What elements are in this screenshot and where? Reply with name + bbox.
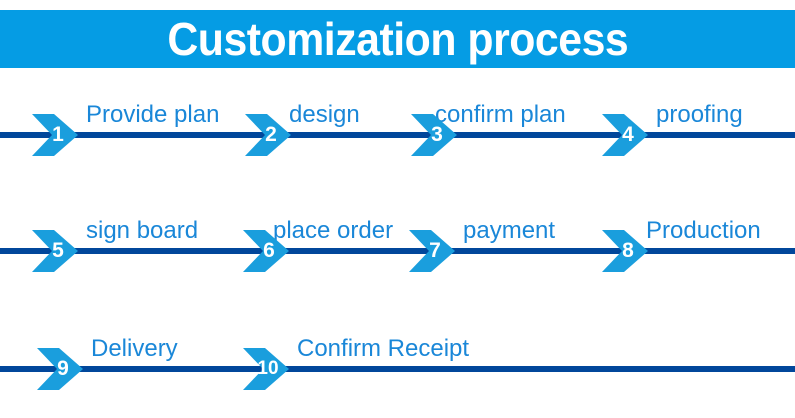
arrow-chevron-icon (243, 348, 289, 390)
step-label: payment (463, 217, 556, 244)
step-label: Delivery (91, 335, 178, 362)
arrow-chevron-icon (602, 114, 648, 156)
arrow-chevron-icon (409, 230, 455, 272)
arrow-chevron-icon (37, 348, 83, 390)
process-row-1: 1 Provide plan 2 design 3 confirm plan (0, 100, 795, 170)
step-label: design (289, 101, 360, 128)
timeline-line-2 (0, 248, 795, 254)
process-row-2: 5 sign board 6 place order 7 payment (0, 216, 795, 286)
timeline-line-3 (0, 366, 795, 372)
step-label: sign board (86, 217, 199, 244)
step-label: confirm plan (435, 101, 566, 128)
step-label: Confirm Receipt (297, 335, 470, 362)
timeline-line-1 (0, 132, 795, 138)
arrow-chevron-icon (243, 230, 289, 272)
process-row-3: 9 Delivery 10 Confirm Receipt (0, 334, 795, 404)
step-label: place order (273, 217, 394, 244)
step-label: proofing (656, 101, 743, 128)
step-label: Provide plan (86, 101, 220, 128)
arrow-chevron-icon (32, 114, 78, 156)
arrow-chevron-icon (245, 114, 291, 156)
arrow-chevron-icon (411, 114, 457, 156)
page-title: Customization process (167, 13, 628, 65)
arrow-chevron-icon (602, 230, 648, 272)
step-label: Production (646, 217, 761, 244)
header-banner: Customization process (0, 10, 795, 68)
arrow-chevron-icon (32, 230, 78, 272)
